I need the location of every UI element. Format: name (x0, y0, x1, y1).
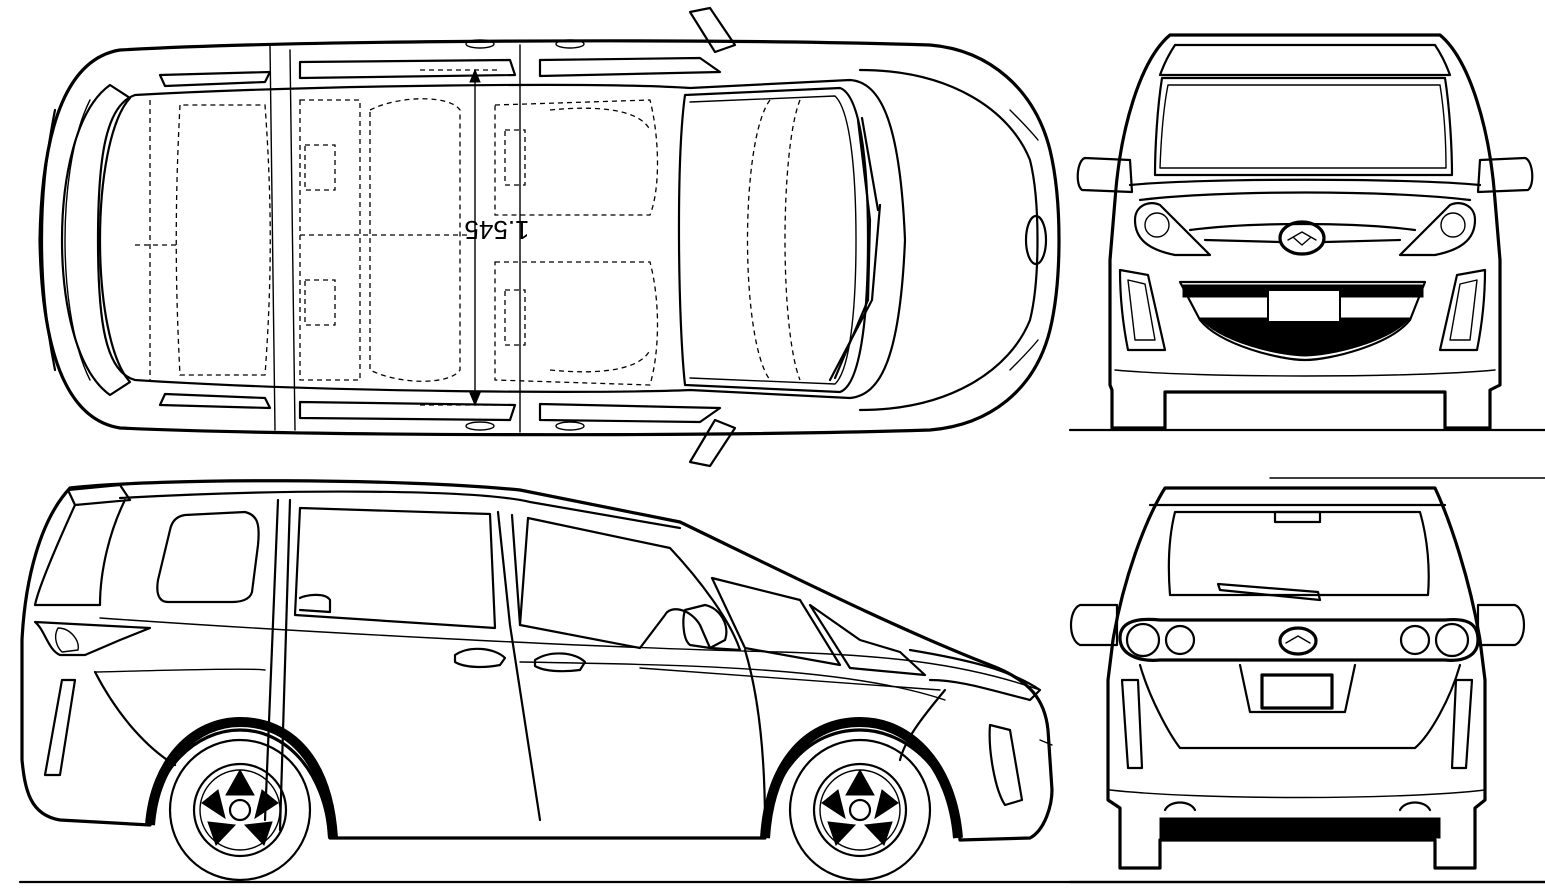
rear-mirror-left (1069, 603, 1119, 647)
top-front-emblem (1024, 214, 1048, 266)
side-handle-front-door (533, 652, 587, 673)
rear-emblem (1278, 626, 1318, 656)
front-body-outline (1108, 33, 1502, 430)
front-headlight-right (1398, 202, 1477, 257)
front-headlight-left (1133, 202, 1212, 257)
top-interior-seats (135, 98, 801, 386)
side-taillight (33, 620, 152, 657)
side-wheel-front (788, 738, 932, 882)
rear-mirror-right (1476, 603, 1526, 647)
side-view (18, 479, 1545, 884)
side-rear-window (156, 510, 260, 604)
front-windshield (1153, 76, 1454, 177)
side-body-outline (20, 479, 1054, 842)
side-front-window (518, 516, 742, 652)
rear-license-plate (1260, 673, 1334, 710)
rear-body-outline (1106, 486, 1487, 870)
front-mirror-right (1476, 156, 1534, 194)
front-mirror-left (1076, 156, 1134, 194)
top-windshield (677, 86, 870, 394)
top-rear-window (60, 83, 132, 397)
front-foglamp-left (1118, 268, 1167, 352)
width-dimension: 1.545 (420, 68, 530, 407)
rear-tail-lights (1118, 617, 1480, 662)
rear-wiper (1216, 582, 1322, 602)
dimension-label: 1.545 (464, 215, 529, 245)
front-license-plate (1267, 289, 1341, 323)
rear-window (1167, 510, 1430, 597)
top-roof-outline (96, 78, 907, 400)
top-view: 1.545 (38, 6, 1061, 468)
front-view (1068, 33, 1545, 432)
side-handle-rear-door (453, 647, 507, 669)
front-grille (1178, 280, 1427, 362)
front-emblem (1278, 220, 1326, 256)
front-foglamp-right (1438, 268, 1487, 352)
top-mirror-right (688, 418, 737, 468)
side-mirror (682, 603, 728, 650)
side-middle-window (293, 506, 497, 630)
side-wheel-rear (168, 738, 312, 882)
rear-view (1068, 477, 1545, 884)
top-mirror-left (688, 6, 737, 54)
